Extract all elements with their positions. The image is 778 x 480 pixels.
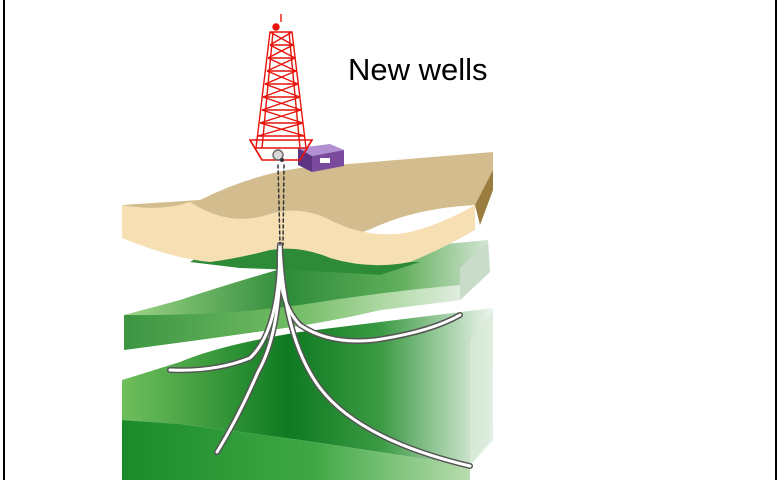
drilling-rig-icon [248, 14, 314, 162]
well-bores [167, 164, 473, 469]
slide-title: New wells [348, 52, 488, 87]
bottom-rock-layer [122, 308, 493, 480]
surface-ground [122, 152, 493, 266]
right-border [775, 0, 777, 480]
left-border [3, 0, 5, 480]
equipment-shed-icon [298, 144, 344, 172]
